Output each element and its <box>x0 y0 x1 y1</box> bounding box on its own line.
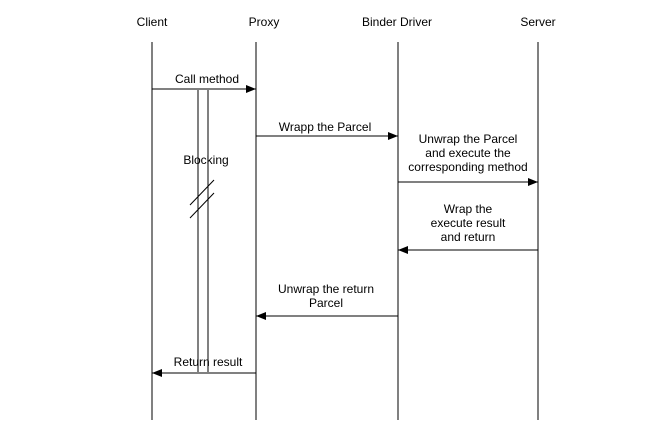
break-mark-1 <box>189 179 215 206</box>
message-line: Unwrap the return <box>277 282 375 296</box>
participant-binder-driver: Binder Driver <box>361 15 433 29</box>
message-line: corresponding method <box>408 160 528 174</box>
message-line: execute result <box>430 216 506 230</box>
message-unwrap-return-parcel: Unwrap the return Parcel <box>278 282 374 310</box>
participant-proxy: Proxy <box>248 15 280 29</box>
message-line: Parcel <box>308 296 344 310</box>
message-return-result: Return result <box>173 355 243 369</box>
participant-server: Server <box>520 15 556 29</box>
message-wrapp-the-parcel: Wrapp the Parcel <box>278 120 372 134</box>
message-line: and return <box>440 230 496 244</box>
message-wrap-execute-result: Wrap the execute result and return <box>431 202 506 244</box>
message-call-method: Call method <box>174 72 240 86</box>
participant-client: Client <box>136 15 168 29</box>
message-line: Unwrap the Parcel <box>418 132 518 146</box>
break-mark-2 <box>189 192 215 219</box>
message-unwrap-and-execute: Unwrap the Parcel and execute the corres… <box>408 132 527 174</box>
message-line: Wrap the <box>443 202 493 216</box>
message-line: and execute the <box>425 146 511 160</box>
blocking-label: Blocking <box>183 153 229 167</box>
